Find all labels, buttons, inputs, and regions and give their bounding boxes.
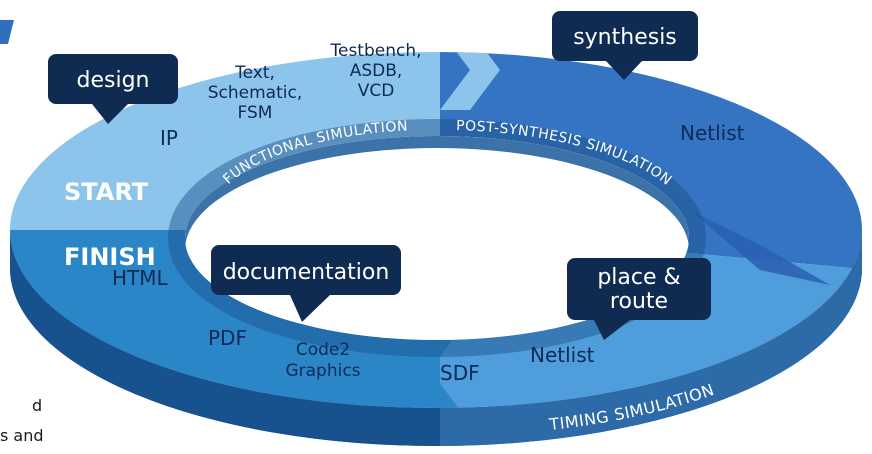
start-marker: START — [64, 178, 149, 206]
arrow-to-synthesis — [440, 52, 500, 110]
testbench-label-line2: ASDB, — [350, 61, 403, 81]
partial-text-line1: d — [32, 396, 42, 415]
arrow-to-route — [690, 210, 830, 285]
partial-text-line2: s and — [0, 426, 44, 445]
design-callout-label: design — [77, 68, 150, 93]
documentation-callout-label: documentation — [223, 260, 390, 285]
synthesis-callout: synthesis — [552, 11, 698, 80]
place-route-label-line2: route — [610, 289, 668, 314]
edge-shape — [0, 20, 14, 44]
text-label-line1: Text, — [234, 63, 275, 83]
synthesis-callout-label: synthesis — [573, 25, 677, 50]
synthesis-netlist-label: Netlist — [680, 121, 745, 145]
pdf-label: PDF — [208, 326, 247, 350]
testbench-label-line3: VCD — [358, 81, 395, 101]
html-label: HTML — [112, 266, 169, 290]
code2-label-line1: Code2 — [296, 340, 350, 360]
place-route-callout: place & route — [567, 258, 711, 340]
documentation-callout: documentation — [211, 245, 401, 322]
code2-label-line2: Graphics — [285, 361, 360, 381]
ip-label: IP — [160, 126, 178, 150]
arrow-to-documentation — [410, 330, 460, 408]
ring-side — [9, 230, 863, 447]
text-label-line2: Schematic, — [208, 83, 303, 103]
route-netlist-label: Netlist — [530, 343, 595, 367]
text-label-line3: FSM — [238, 103, 273, 123]
design-callout: design — [48, 54, 178, 124]
place-route-label-line1: place & — [597, 265, 680, 290]
testbench-label-line1: Testbench, — [329, 41, 421, 61]
finish-marker: FINISH — [64, 243, 156, 271]
sdf-label: SDF — [440, 361, 480, 385]
